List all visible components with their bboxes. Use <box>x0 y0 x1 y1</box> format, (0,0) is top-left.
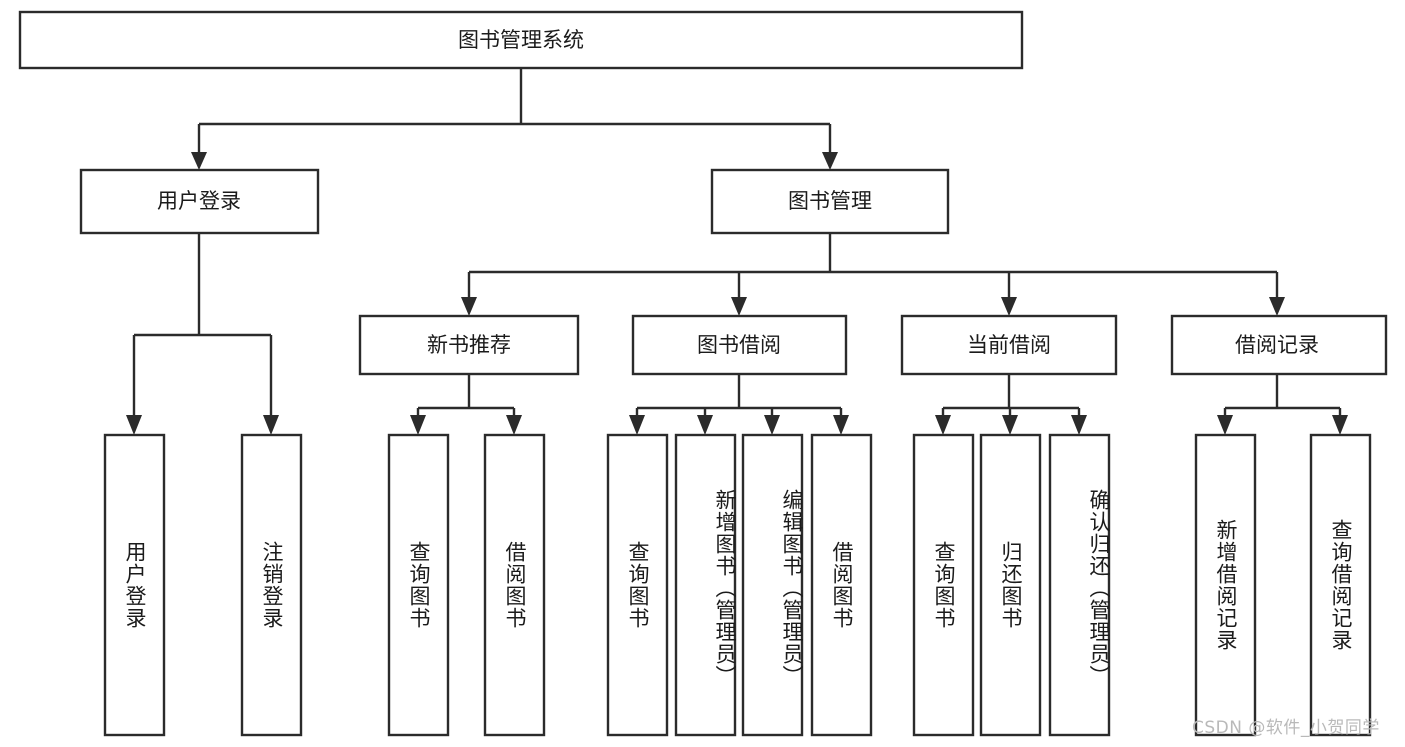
arrow-head-borrow-record <box>1269 297 1285 316</box>
arrow-head-leaf-add-book <box>697 415 713 435</box>
node-box-leaf-return-book[interactable] <box>979 433 1042 737</box>
arrow-head-leaf-edit-book <box>764 415 780 435</box>
arrow-head-leaf-query-book-3 <box>935 415 951 435</box>
csdn-watermark: CSDN @软件_小贺同学 <box>1192 718 1380 738</box>
arrow-head-leaf-borrow-book-2 <box>833 415 849 435</box>
node-box-root[interactable] <box>18 10 1024 70</box>
node-box-book-borrow[interactable] <box>631 314 848 376</box>
node-label-new-book-recommend: 新书推荐 <box>427 333 511 357</box>
node-label-current-borrow: 当前借阅 <box>967 333 1051 357</box>
node-box-new-book-recommend[interactable] <box>358 314 580 376</box>
node-label-user-login: 用户登录 <box>157 189 241 213</box>
node-box-current-borrow[interactable] <box>900 314 1118 376</box>
node-box-leaf-logout-login[interactable] <box>240 433 303 737</box>
arrow-head-leaf-user-login <box>126 415 142 435</box>
node-box-leaf-query-book-3[interactable] <box>912 433 975 737</box>
node-box-leaf-query-record[interactable] <box>1309 433 1372 737</box>
node-label-book-borrow: 图书借阅 <box>697 333 781 357</box>
node-box-leaf-edit-book[interactable] <box>741 433 804 737</box>
node-box-book-management[interactable] <box>710 168 950 235</box>
node-box-leaf-query-book-2[interactable] <box>606 433 669 737</box>
arrow-head-leaf-add-record <box>1217 415 1233 435</box>
node-box-leaf-add-record[interactable] <box>1194 433 1257 737</box>
arrow-head-user-login <box>191 152 207 170</box>
arrow-head-leaf-query-book-2 <box>629 415 645 435</box>
arrow-head-leaf-query-record <box>1332 415 1348 435</box>
node-box-user-login[interactable] <box>79 168 320 235</box>
arrow-head-book-management <box>822 152 838 170</box>
arrow-head-leaf-confirm-return <box>1071 415 1087 435</box>
arrow-head-new-book-recommend <box>461 297 477 316</box>
arrow-head-leaf-logout-login <box>263 415 279 435</box>
arrow-head-leaf-borrow-book-1 <box>506 415 522 435</box>
node-box-borrow-record[interactable] <box>1170 314 1388 376</box>
arrow-head-leaf-query-book-1 <box>410 415 426 435</box>
node-label-root: 图书管理系统 <box>458 28 584 52</box>
node-label-book-management: 图书管理 <box>788 189 872 213</box>
node-box-leaf-confirm-return[interactable] <box>1048 433 1111 737</box>
node-label-borrow-record: 借阅记录 <box>1235 333 1319 357</box>
connector-layer <box>126 68 1348 435</box>
node-box-leaf-query-book-1[interactable] <box>387 433 450 737</box>
node-layer: 图书管理系统 用户登录 图书管理 新书推荐 图书借阅 当前借阅 借阅记录 <box>18 10 1388 737</box>
arrow-head-book-borrow <box>731 297 747 316</box>
arrow-head-leaf-return-book <box>1002 415 1018 435</box>
node-box-leaf-borrow-book-1[interactable] <box>483 433 546 737</box>
arrow-head-current-borrow <box>1001 297 1017 316</box>
node-box-leaf-add-book[interactable] <box>674 433 737 737</box>
node-box-leaf-user-login[interactable] <box>103 433 166 737</box>
node-box-leaf-borrow-book-2[interactable] <box>810 433 873 737</box>
